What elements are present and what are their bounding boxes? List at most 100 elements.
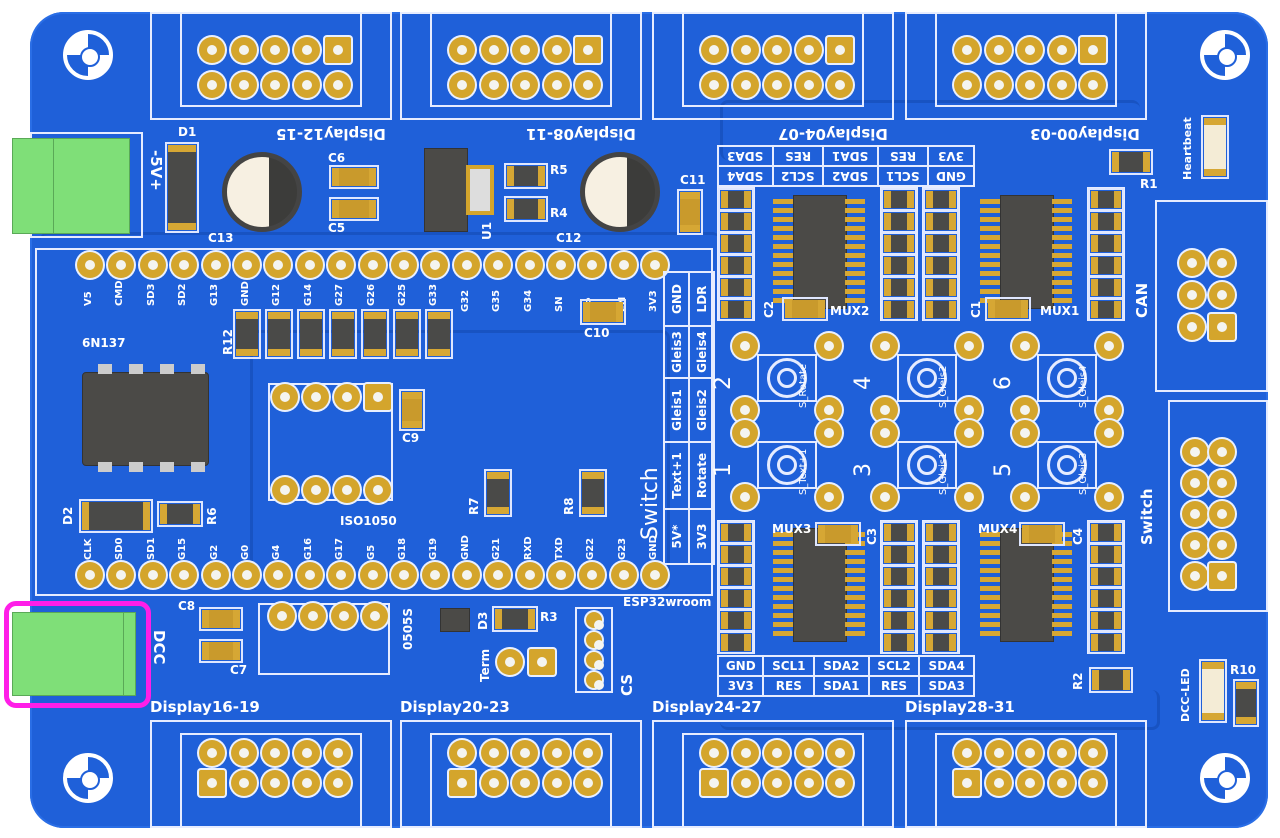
- can-pin[interactable]: [1209, 314, 1235, 340]
- button-pin[interactable]: [1096, 484, 1122, 510]
- cs-pin[interactable]: [586, 612, 604, 630]
- display-connector-pin[interactable]: [795, 72, 822, 98]
- esp32-pin[interactable]: [202, 252, 229, 278]
- term-jumper-pin[interactable]: [497, 649, 523, 675]
- display-connector-pin[interactable]: [701, 37, 727, 63]
- display-connector-pin[interactable]: [325, 37, 351, 63]
- display-connector-pin[interactable]: [985, 72, 1012, 98]
- iso1050-pin[interactable]: [272, 384, 298, 410]
- display-connector-pin[interactable]: [480, 72, 507, 98]
- display-connector-pin[interactable]: [293, 72, 320, 98]
- display-connector-pin[interactable]: [543, 72, 570, 98]
- display-connector-pin[interactable]: [543, 37, 570, 63]
- iso1050-pin[interactable]: [272, 477, 298, 503]
- display-connector-pin[interactable]: [575, 770, 601, 796]
- button-actuator[interactable]: [907, 445, 947, 485]
- esp32-pin[interactable]: [265, 252, 292, 278]
- display-connector-pin[interactable]: [230, 740, 257, 766]
- display-connector-pin[interactable]: [1080, 37, 1106, 63]
- esp32-pin[interactable]: [516, 252, 543, 278]
- display-connector-pin[interactable]: [449, 740, 475, 766]
- esp32-pin[interactable]: [296, 562, 323, 588]
- esp32-pin[interactable]: [453, 562, 480, 588]
- display-connector-pin[interactable]: [512, 740, 538, 766]
- display-connector-pin[interactable]: [449, 770, 475, 796]
- display-connector-pin[interactable]: [543, 740, 570, 766]
- esp32-pin[interactable]: [234, 562, 260, 588]
- display-connector-pin[interactable]: [732, 770, 759, 796]
- button-pin[interactable]: [816, 397, 842, 423]
- display-connector-pin[interactable]: [764, 37, 790, 63]
- display-connector-pin[interactable]: [575, 72, 601, 98]
- display-connector-pin[interactable]: [575, 37, 601, 63]
- dcdc-pin[interactable]: [300, 603, 326, 629]
- display-connector-pin[interactable]: [262, 72, 288, 98]
- esp32-pin[interactable]: [485, 562, 512, 588]
- button-pin[interactable]: [1012, 484, 1038, 510]
- display-connector-pin[interactable]: [954, 740, 980, 766]
- display-connector-pin[interactable]: [732, 72, 759, 98]
- iso1050-pin[interactable]: [365, 477, 391, 503]
- esp32-pin[interactable]: [422, 252, 449, 278]
- button-pin[interactable]: [956, 333, 982, 359]
- button-pin[interactable]: [732, 397, 758, 423]
- display-connector-pin[interactable]: [262, 770, 288, 796]
- display-connector-pin[interactable]: [230, 770, 257, 796]
- display-connector-pin[interactable]: [795, 740, 822, 766]
- display-connector-pin[interactable]: [1017, 72, 1043, 98]
- dcdc-pin[interactable]: [269, 603, 295, 629]
- esp32-pin[interactable]: [328, 252, 355, 278]
- button-pin[interactable]: [956, 484, 982, 510]
- display-connector-pin[interactable]: [480, 740, 507, 766]
- display-connector-pin[interactable]: [1017, 770, 1043, 796]
- display-connector-pin[interactable]: [795, 37, 822, 63]
- display-connector-pin[interactable]: [325, 72, 351, 98]
- display-connector-pin[interactable]: [764, 740, 790, 766]
- switch-connector-pin[interactable]: [1182, 439, 1208, 465]
- display-connector-pin[interactable]: [230, 37, 257, 63]
- cs-pin[interactable]: [586, 652, 604, 670]
- display-connector-pin[interactable]: [764, 770, 790, 796]
- iso1050-pin[interactable]: [365, 384, 391, 410]
- iso1050-pin[interactable]: [334, 384, 360, 410]
- switch-connector-pin[interactable]: [1182, 501, 1208, 527]
- display-connector-pin[interactable]: [954, 770, 980, 796]
- button-pin[interactable]: [1012, 397, 1038, 423]
- display-connector-pin[interactable]: [827, 37, 853, 63]
- esp32-pin[interactable]: [548, 252, 574, 278]
- esp32-pin[interactable]: [610, 252, 637, 278]
- can-pin[interactable]: [1179, 314, 1205, 340]
- button-pin[interactable]: [956, 397, 982, 423]
- can-pin[interactable]: [1179, 250, 1205, 276]
- switch-connector-pin[interactable]: [1209, 501, 1235, 527]
- button-pin[interactable]: [872, 333, 898, 359]
- display-connector-pin[interactable]: [732, 37, 759, 63]
- display-connector-pin[interactable]: [985, 740, 1012, 766]
- display-connector-pin[interactable]: [230, 72, 257, 98]
- button-pin[interactable]: [732, 420, 758, 446]
- display-connector-pin[interactable]: [199, 72, 225, 98]
- display-connector-pin[interactable]: [543, 770, 570, 796]
- dcdc-pin[interactable]: [362, 603, 388, 629]
- display-connector-pin[interactable]: [985, 37, 1012, 63]
- button-pin[interactable]: [1096, 333, 1122, 359]
- button-pin[interactable]: [816, 333, 842, 359]
- button-pin[interactable]: [1012, 420, 1038, 446]
- iso1050-pin[interactable]: [303, 477, 329, 503]
- display-connector-pin[interactable]: [795, 770, 822, 796]
- switch-connector-pin[interactable]: [1209, 439, 1235, 465]
- display-connector-pin[interactable]: [512, 72, 538, 98]
- button-pin[interactable]: [1096, 420, 1122, 446]
- esp32-pin[interactable]: [171, 252, 198, 278]
- cs-pin[interactable]: [586, 672, 604, 690]
- esp32-pin[interactable]: [391, 252, 417, 278]
- button-pin[interactable]: [732, 484, 758, 510]
- iso1050-pin[interactable]: [334, 477, 360, 503]
- display-connector-pin[interactable]: [512, 770, 538, 796]
- button-actuator[interactable]: [907, 358, 947, 398]
- display-connector-pin[interactable]: [701, 72, 727, 98]
- button-pin[interactable]: [872, 484, 898, 510]
